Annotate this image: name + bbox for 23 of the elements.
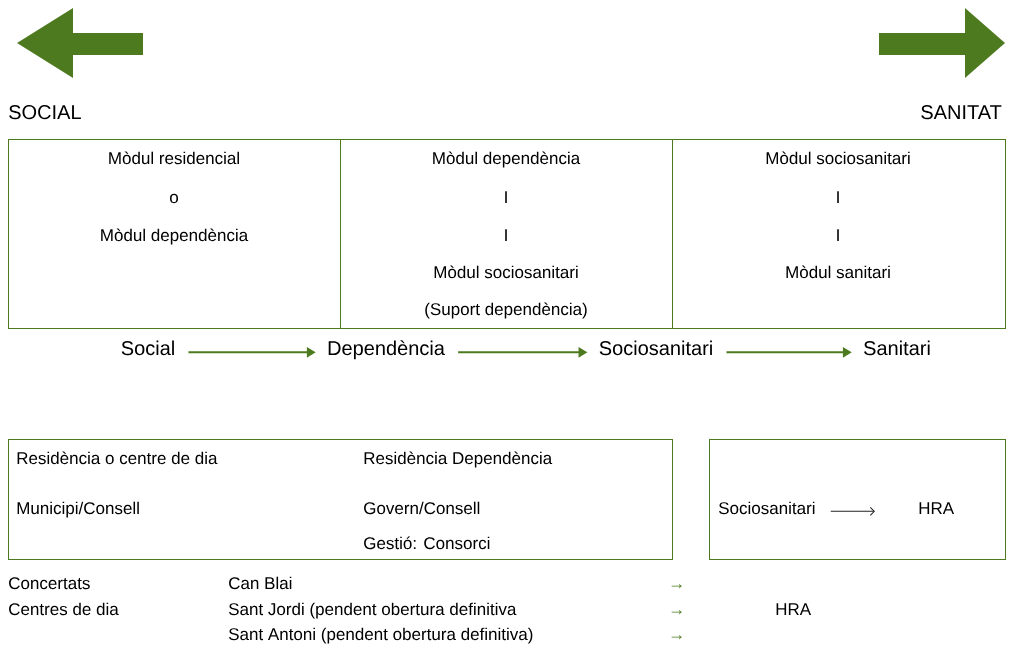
node-text: Sociosanitari — [599, 340, 712, 356]
label: HRA — [776, 603, 812, 615]
info-box: Residència o centre de dia Residència Dependència Municipi/Consell Govern/Consell Gestió: Consorci — [8, 439, 673, 560]
arrow-symbol: → — [671, 635, 682, 640]
node-text: Dependència — [328, 340, 445, 360]
node-text: Sant Jordi (pendent obertura definitiva — [228, 602, 517, 619]
arrow — [830, 506, 875, 516]
arrow-symbol: → — [671, 610, 682, 615]
label: SANITAT — [921, 105, 1002, 120]
node-text: HRA — [919, 502, 955, 514]
node-text: Sant Antoni (pendent obertura definitiva) — [228, 627, 533, 644]
node-text: Social — [121, 340, 174, 356]
module-box: Mòdul sociosanitari I I Mòdul sanitari — [672, 139, 1006, 329]
arrow-symbol: → — [671, 584, 682, 589]
label: Concertats — [9, 577, 90, 590]
label: Centres de dia — [9, 602, 119, 616]
module-box: Mòdul residencial o Mòdul dependència — [8, 139, 341, 329]
node-text: Can Blai — [229, 576, 292, 590]
node-text: Sanitari — [864, 340, 930, 356]
label: SOCIAL — [9, 105, 81, 120]
empty-box — [709, 439, 1006, 560]
module-box: Mòdul dependència I I Mòdul sociosanitari (Suport dependència) — [340, 139, 673, 329]
node-text: Sociosanitari — [719, 501, 815, 515]
